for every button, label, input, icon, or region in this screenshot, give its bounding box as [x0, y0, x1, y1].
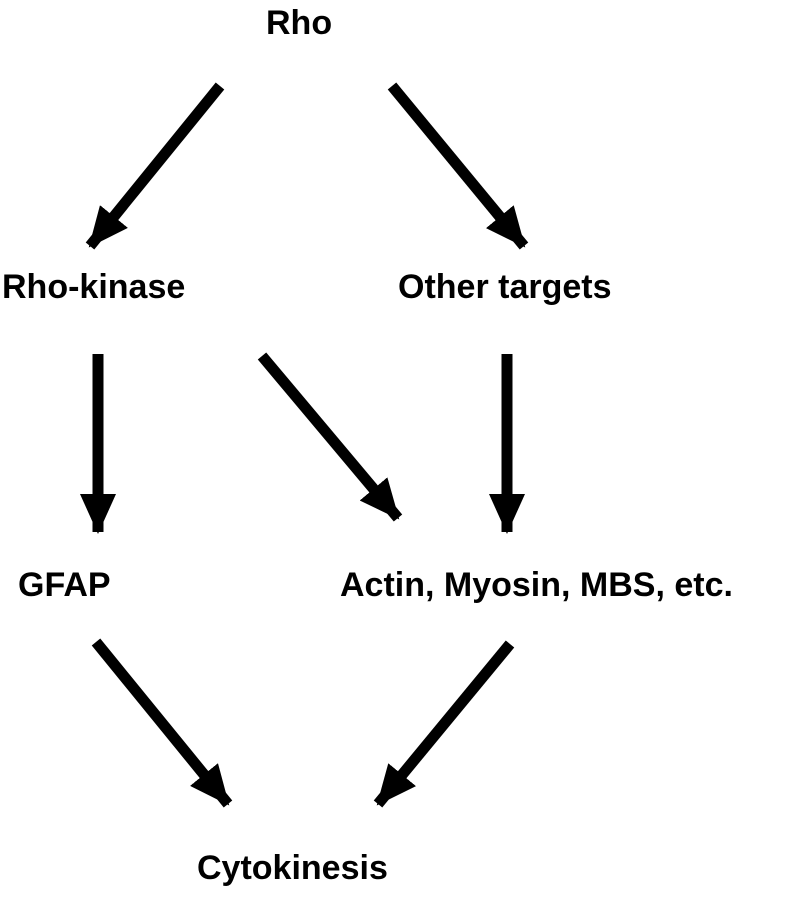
- node-gfap: GFAP: [18, 566, 111, 604]
- node-rho: Rho: [266, 4, 333, 42]
- node-rho-kinase: Rho-kinase: [2, 268, 186, 306]
- node-other-targets: Other targets: [398, 268, 612, 306]
- arrow-rho-to-other-targets: [387, 82, 529, 250]
- arrow-rho-to-rho-kinase: [85, 82, 225, 250]
- node-cytokinesis: Cytokinesis: [197, 849, 388, 887]
- node-actin-myosin-mbs: Actin, Myosin, MBS, etc.: [340, 566, 733, 604]
- arrow-gfap-to-cytokinesis: [91, 638, 233, 808]
- arrow-rho-kinase-to-actin-group: [257, 352, 403, 522]
- arrow-actin-group-to-cytokinesis: [373, 640, 515, 808]
